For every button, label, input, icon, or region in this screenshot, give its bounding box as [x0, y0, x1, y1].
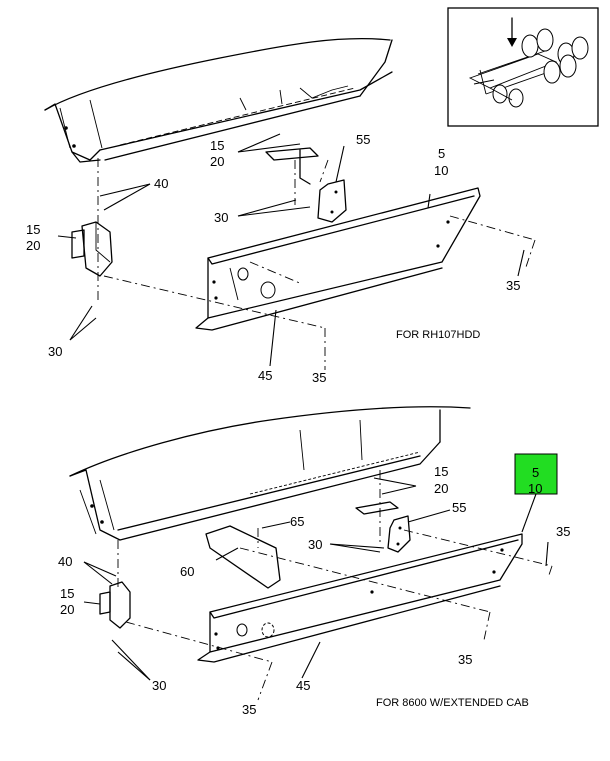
bottom-label-35-bottom: 35	[242, 702, 256, 717]
highlight-label-10: 10	[528, 481, 542, 496]
top-step-panel	[195, 187, 481, 331]
top-label-5: 5	[438, 146, 445, 161]
bottom-step-panel	[197, 533, 523, 663]
bottom-leaders	[83, 477, 549, 681]
top-label-45: 45	[258, 368, 272, 383]
top-caption: FOR RH107HDD	[396, 329, 480, 341]
highlighted-part-callout[interactable]	[514, 453, 558, 495]
top-label-55: 55	[356, 132, 370, 147]
bottom-label-15-bracket: 15	[60, 586, 74, 601]
bottom-label-45: 45	[296, 678, 310, 693]
bottom-cab-body	[69, 406, 471, 541]
bottom-assembly: 15 20 55 65 30 60 40 15 20 35 35 45 30 3…	[58, 406, 570, 717]
bottom-label-35-mid: 35	[458, 652, 472, 667]
bottom-label-20-center: 20	[434, 481, 448, 496]
top-label-35-bottom: 35	[312, 370, 326, 385]
chassis-locator-inset	[447, 7, 599, 127]
top-label-10: 10	[434, 163, 448, 178]
top-label-20-bracket: 20	[26, 238, 40, 253]
bottom-support-60	[205, 525, 281, 589]
top-label-30-left: 30	[48, 344, 62, 359]
top-label-20-center: 20	[210, 154, 224, 169]
top-label-40: 40	[154, 176, 168, 191]
top-label-30-center: 30	[214, 210, 228, 225]
top-center-bracket	[265, 147, 319, 205]
top-leaders	[57, 133, 525, 367]
bottom-label-20-bracket: 20	[60, 602, 74, 617]
bottom-label-55: 55	[452, 500, 466, 515]
bottom-label-65: 65	[290, 514, 304, 529]
top-cab-body	[44, 37, 393, 163]
bottom-center-bracket	[355, 470, 399, 546]
highlight-label-5: 5	[532, 465, 539, 480]
truck-chassis-locator-icon	[468, 17, 589, 108]
bottom-bracket-55	[387, 515, 411, 553]
top-assembly: 15 20 40 55 5 10 15 20 30 30 35 45 35 FO…	[26, 37, 536, 385]
top-label-35-right: 35	[506, 278, 520, 293]
top-label-15-bracket: 15	[26, 222, 40, 237]
top-cab-mount-bracket	[71, 221, 113, 277]
bottom-label-40: 40	[58, 554, 72, 569]
bottom-label-35-right: 35	[556, 524, 570, 539]
bottom-caption: FOR 8600 W/EXTENDED CAB	[376, 697, 529, 709]
bottom-label-15-center: 15	[434, 464, 448, 479]
bottom-label-60: 60	[180, 564, 194, 579]
top-label-15-center: 15	[210, 138, 224, 153]
bottom-cab-mount-bracket	[99, 581, 131, 629]
top-bracket-55	[317, 179, 347, 223]
bottom-label-30-left: 30	[152, 678, 166, 693]
bottom-label-30-center: 30	[308, 537, 322, 552]
